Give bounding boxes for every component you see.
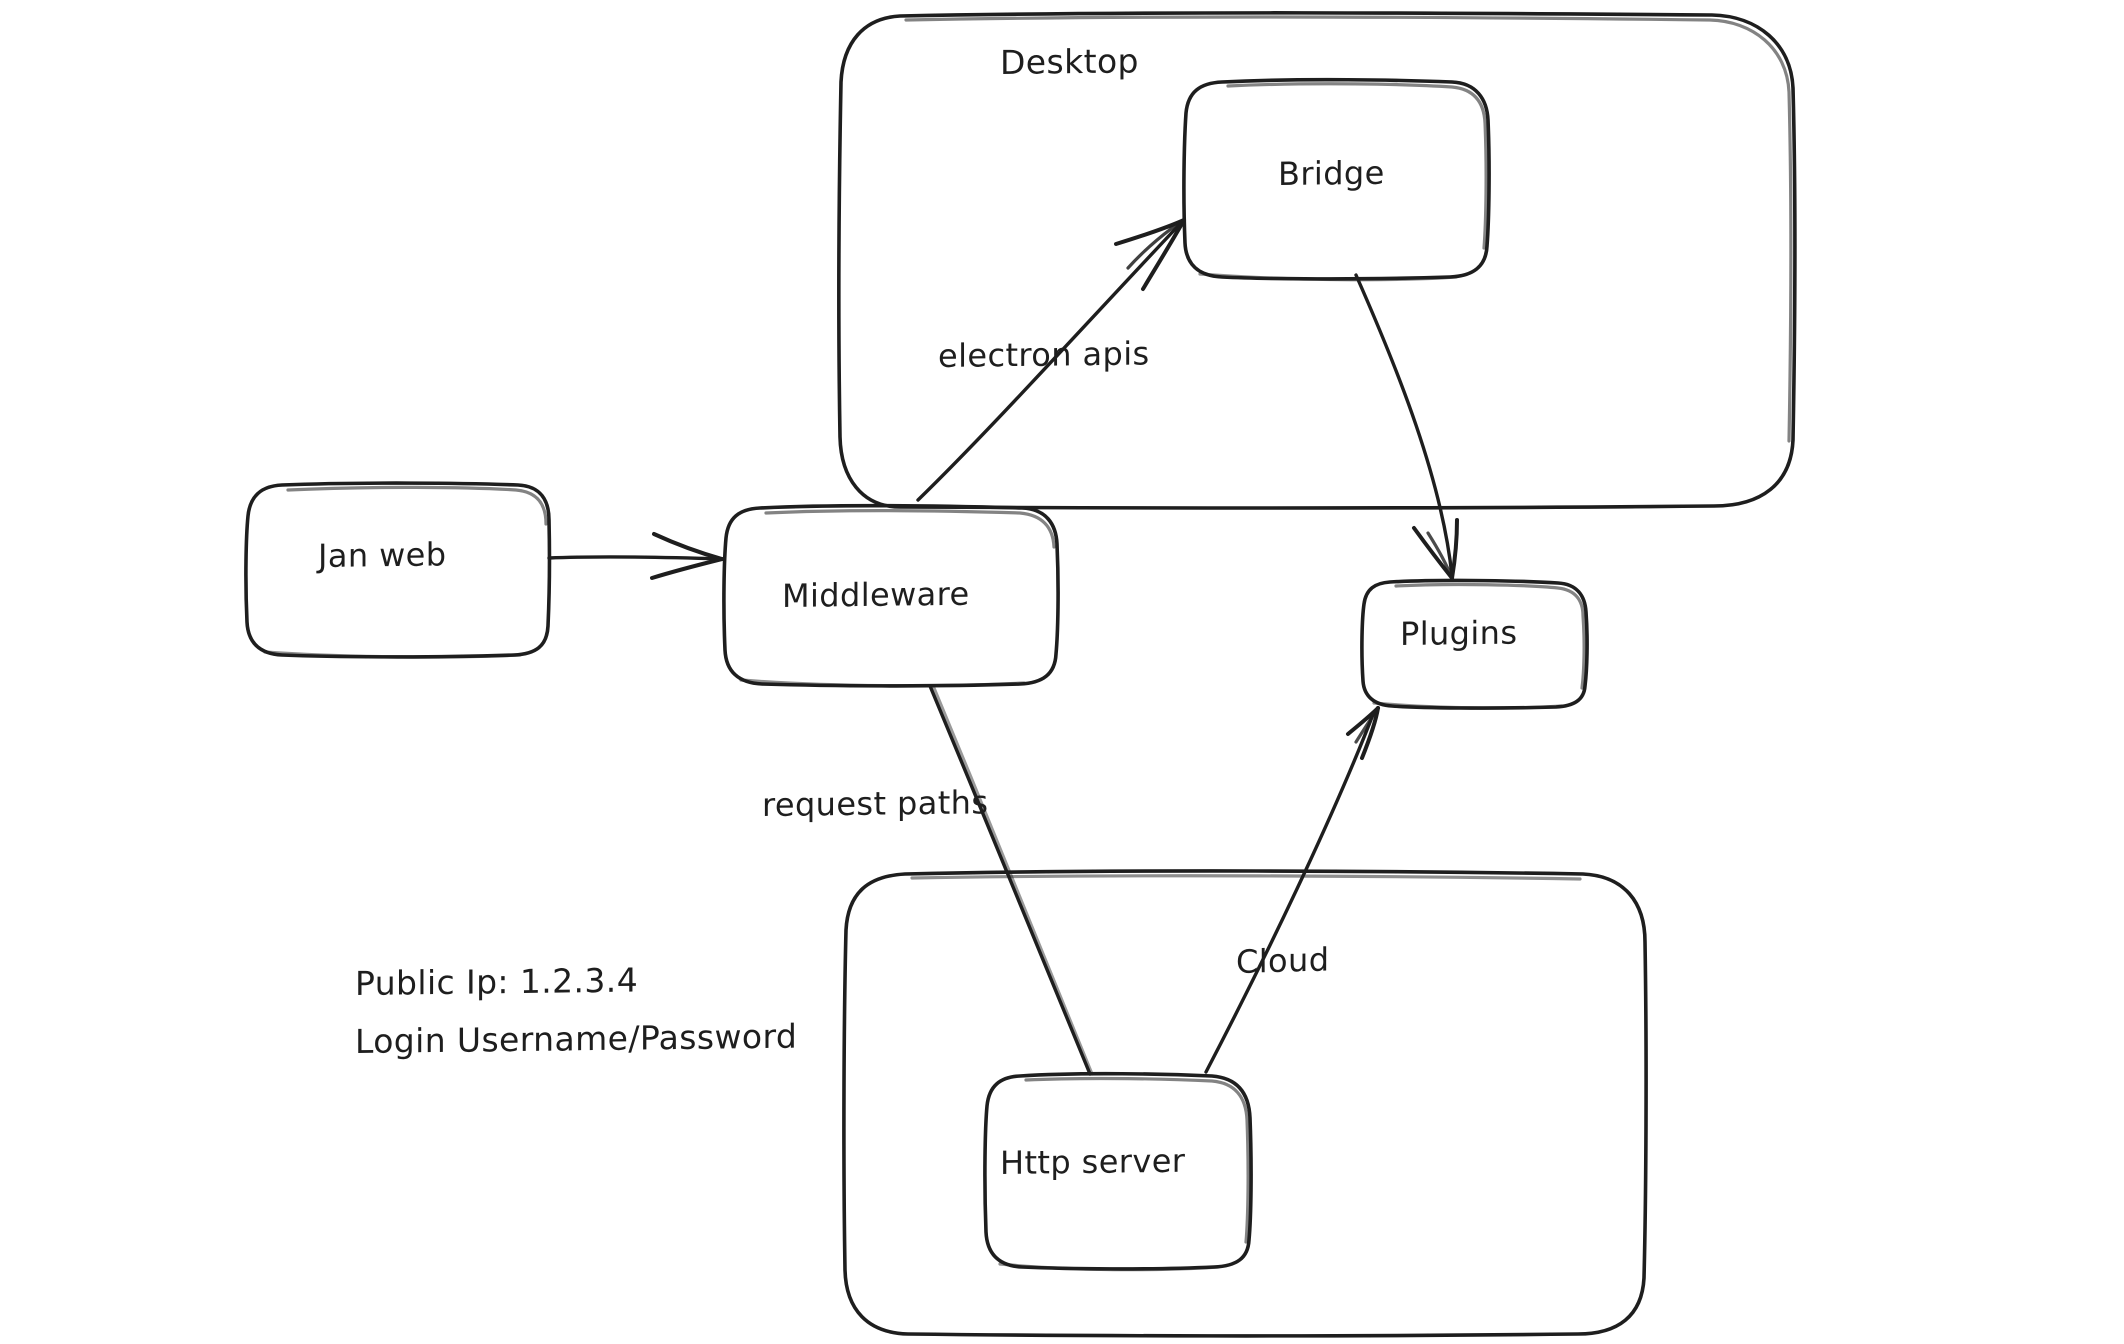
- edge-label-request-paths: request paths: [762, 783, 989, 824]
- group-cloud-outline: [842, 869, 1648, 1338]
- node-label-http-server: Http server: [1000, 1141, 1186, 1182]
- node-label-plugins: Plugins: [1400, 613, 1518, 653]
- node-label-jan-web: Jan web: [318, 535, 447, 575]
- group-desktop-outline: [837, 11, 1797, 510]
- node-plugins-outline[interactable]: [1360, 578, 1589, 710]
- note-public-ip: Public Ip: 1.2.3.4: [355, 960, 639, 1003]
- edge-label-electron-apis: electron apis: [938, 334, 1150, 375]
- group-label-desktop: Desktop: [1000, 41, 1139, 82]
- edge-middleware-to-http: [928, 684, 1094, 1076]
- edge-http-to-plugins: [1204, 706, 1380, 1074]
- node-label-middleware: Middleware: [782, 574, 970, 615]
- edge-web-to-middleware: [547, 532, 724, 580]
- node-jan-web-outline[interactable]: [244, 481, 552, 659]
- note-login-credentials: Login Username/Password: [355, 1016, 798, 1061]
- node-bridge-outline[interactable]: [1182, 77, 1491, 282]
- node-http-server-outline[interactable]: [983, 1071, 1253, 1272]
- edge-bridge-to-plugins: [1354, 273, 1459, 580]
- node-label-bridge: Bridge: [1278, 153, 1385, 193]
- edge-middleware-to-bridge: [916, 218, 1186, 502]
- edge-label-cloud: Cloud: [1236, 940, 1330, 981]
- node-middleware-outline[interactable]: [722, 503, 1060, 688]
